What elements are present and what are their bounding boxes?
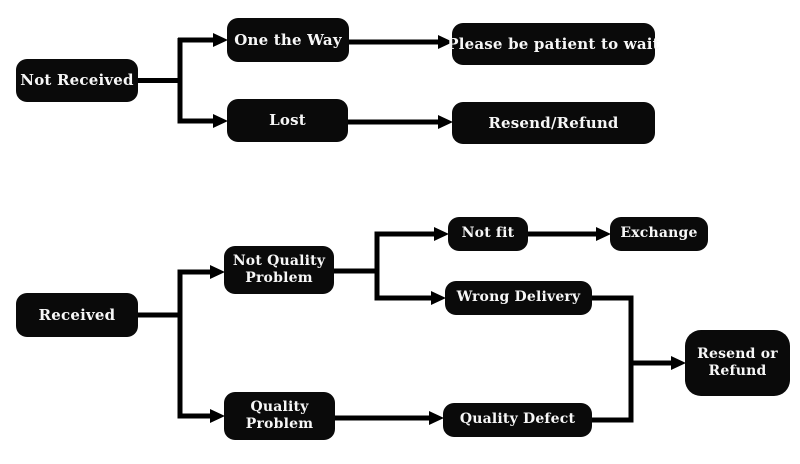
node-wrong-delivery: Wrong Delivery — [445, 281, 592, 315]
node-quality-problem: Quality Problem — [224, 392, 335, 440]
node-resend-or-refund: Resend or Refund — [685, 330, 790, 396]
connector-not-received-branch — [137, 33, 228, 128]
connector-merge-to-resend-or-refund — [591, 295, 686, 423]
node-exchange: Exchange — [610, 217, 708, 251]
connector-quality-problem-to-quality-defect — [334, 411, 444, 425]
connector-one-the-way-to-please-wait — [349, 35, 453, 49]
connector-not-fit-to-exchange — [527, 227, 611, 241]
node-resend-refund: Resend/Refund — [452, 102, 655, 144]
connector-lost-to-resend-refund — [348, 115, 453, 129]
connector-not-quality-branch — [333, 227, 449, 305]
connector-received-branch — [137, 265, 225, 423]
node-received: Received — [16, 293, 138, 337]
node-not-received: Not Received — [16, 59, 138, 102]
node-one-the-way: One the Way — [227, 18, 349, 62]
node-quality-defect: Quality Defect — [443, 403, 592, 437]
node-not-quality-problem: Not Quality Problem — [224, 246, 334, 294]
node-lost: Lost — [227, 99, 348, 142]
node-please-be-patient: Please be patient to wait — [447, 23, 660, 65]
node-not-fit: Not fit — [448, 217, 528, 251]
